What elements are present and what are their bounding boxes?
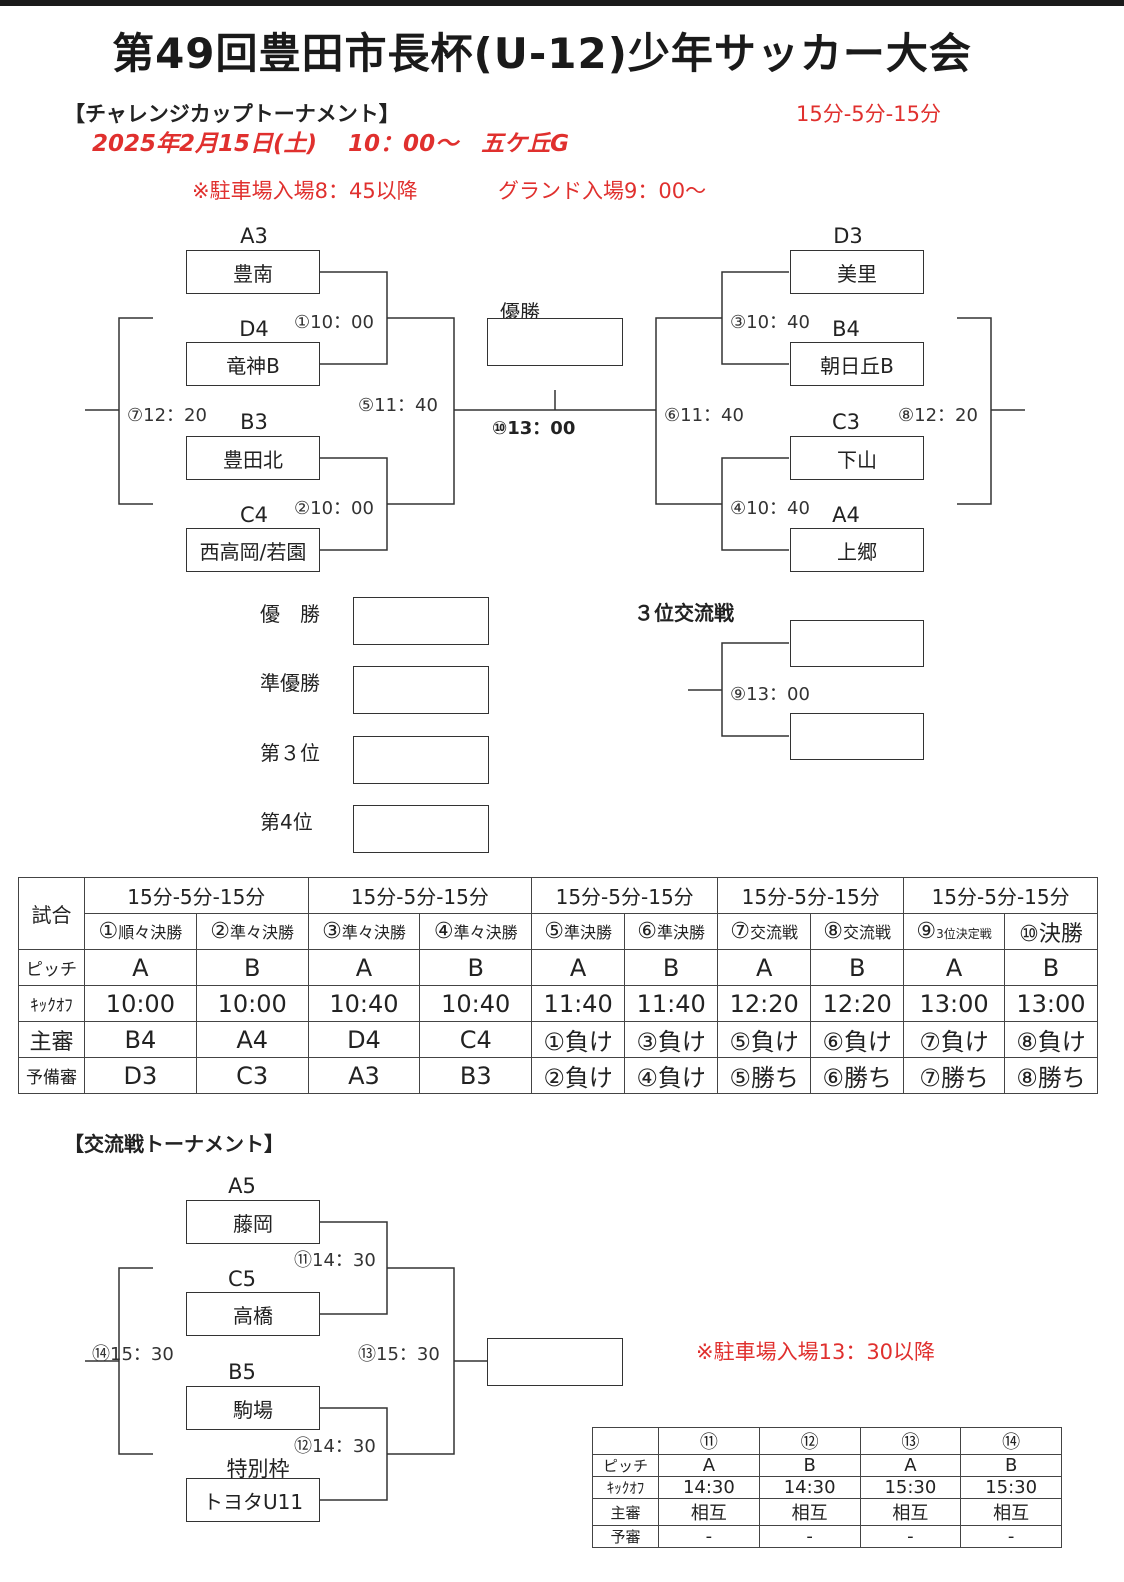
challenge-heading: 【チャレンジカップトーナメント】: [64, 102, 400, 126]
line-m7: [118, 317, 153, 505]
duration-cell: 15分-5分-15分: [531, 877, 719, 914]
line-m5: [387, 317, 455, 505]
team-box: 美里: [790, 250, 924, 294]
match-time: ⑨13：00: [730, 684, 810, 705]
exchange-heading: 【交流戦トーナメント】: [64, 1132, 284, 1156]
third-place-box: [790, 713, 924, 760]
match-time: ⑦12：20: [127, 405, 207, 426]
match-name-cell: ②準々決勝: [195, 913, 309, 950]
match-name-cell: ⑤準決勝: [531, 913, 626, 950]
seed-label: A5: [228, 1174, 256, 1198]
third-place-box: [790, 620, 924, 667]
seed-label: B4: [832, 317, 860, 341]
seed-label: A3: [240, 224, 268, 248]
result-box: [353, 597, 489, 645]
team-box: 竜神B: [186, 342, 320, 386]
line-m8: [957, 317, 992, 505]
team-box: 朝日丘B: [790, 342, 924, 386]
team-box: トヨタU11: [186, 1478, 320, 1522]
seed-label: D4: [239, 317, 269, 341]
parking-note: ※駐車場入場8：45以降: [192, 179, 418, 203]
format-note: 15分-5分-15分: [796, 102, 941, 126]
duration-cell: 15分-5分-15分: [717, 877, 905, 914]
result-box: [353, 666, 489, 714]
match-name-cell: ⑧交流戦: [810, 913, 905, 950]
third-place-heading: ３位交流戦: [634, 601, 734, 625]
team-box: 豊田北: [186, 436, 320, 480]
seed-label: B5: [228, 1360, 256, 1384]
kickoff-row: ｷｯｸｵﾌ 14:30 14:30 15:30 15:30: [592, 1476, 1062, 1499]
exchange-schedule-table: ⑪ ⑫ ⑬ ⑭ ピッチ A B A B ｷｯｸｵﾌ 14:30 14:30 15…: [592, 1427, 1062, 1548]
match-time: ⑤11：40: [358, 395, 438, 416]
seed-label: B3: [240, 410, 268, 434]
result-box: [353, 805, 489, 853]
match-time: ③10：40: [730, 312, 810, 333]
match-schedule-table: 試合 15分-5分-15分 15分-5分-15分 15分-5分-15分 15分-…: [18, 877, 1099, 1094]
reserve-referee-row: 予審 - - - -: [592, 1525, 1062, 1548]
result-label: 第4位: [260, 810, 313, 834]
match-time: ①10：00: [294, 312, 374, 333]
referee-row: 主審 相互 相互 相互 相互: [592, 1498, 1062, 1526]
game-label: 試合: [18, 877, 85, 950]
seed-label: C3: [831, 410, 861, 434]
seed-label: A4: [832, 503, 860, 527]
match-time: ④10：40: [730, 498, 810, 519]
seed-label: C4: [239, 503, 269, 527]
exchange-parking-note: ※駐車場入場13：30以降: [696, 1340, 936, 1364]
match-time: ⑭15：30: [92, 1344, 174, 1365]
duration-cell: 15分-5分-15分: [307, 877, 533, 914]
match-time: ②10：00: [294, 498, 374, 519]
match-time: ⑧12：20: [898, 405, 978, 426]
result-box: [353, 736, 489, 784]
team-box: 駒場: [186, 1386, 320, 1430]
team-box: 高橋: [186, 1292, 320, 1336]
seed-label: D3: [833, 224, 863, 248]
match-name-cell: ③準々決勝: [307, 913, 421, 950]
team-box: 豊南: [186, 250, 320, 294]
result-label: 第３位: [260, 741, 320, 765]
team-box: 藤岡: [186, 1200, 320, 1244]
champion-box: [487, 318, 623, 366]
match-time-final: ⑩13：00: [492, 418, 576, 439]
duration-cell: 15分-5分-15分: [903, 877, 1098, 914]
match-name-cell: ④準々決勝: [419, 913, 533, 950]
match-name-cell: ⑦交流戦: [717, 913, 812, 950]
match-time: ⑫14：30: [294, 1436, 376, 1457]
pitch-row: ピッチ A B A B: [592, 1454, 1062, 1477]
team-box: 西高岡/若園: [186, 528, 320, 572]
team-box: 下山: [790, 436, 924, 480]
seed-label: C5: [227, 1267, 257, 1291]
result-label: 優 勝: [260, 602, 320, 626]
page-title: 第49回豊田市長杯(U-12)少年サッカー大会: [112, 29, 972, 78]
date-line: 2025年2月15日(土) 10：00〜 五ケ丘G: [92, 131, 569, 157]
top-bar: [0, 0, 1124, 6]
match-time: ⑬15：30: [358, 1344, 440, 1365]
duration-cell: 15分-5分-15分: [84, 877, 309, 914]
line-m6: [655, 317, 722, 505]
match-name-cell: ⑨3位決定戦: [903, 913, 1005, 950]
match-name-cell: ①順々決勝: [84, 913, 197, 950]
match-name-cell: ⑥準決勝: [624, 913, 719, 950]
match-time: ⑪14：30: [294, 1250, 376, 1271]
result-label: 準優勝: [260, 671, 320, 695]
ground-note: グランド入場9：00〜: [498, 179, 707, 203]
seed-label: 特別枠: [226, 1457, 290, 1481]
match-name-cell: ⑩決勝: [1003, 913, 1099, 950]
match-time: ⑥11：40: [664, 405, 744, 426]
team-box: 上郷: [790, 528, 924, 572]
exchange-winner-box: [487, 1338, 623, 1386]
